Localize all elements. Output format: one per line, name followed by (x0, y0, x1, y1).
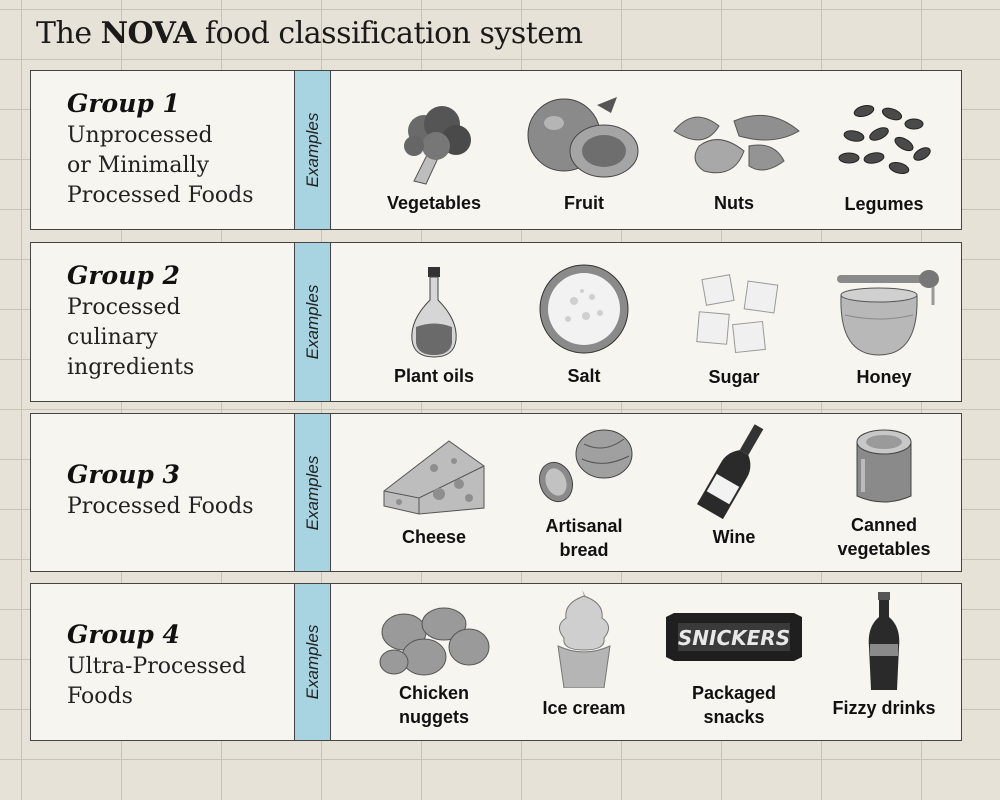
food-item-legumes: Legumes (809, 71, 959, 231)
item-label: Canned vegetables (837, 515, 931, 559)
cheese-icon (383, 440, 485, 515)
group-row-2: Group 2 Processed culinary ingredients E… (30, 242, 962, 402)
examples-strip: Examples (295, 414, 331, 571)
food-item-honey: Honey (809, 243, 959, 403)
item-label: Nuts (714, 193, 754, 213)
food-item-artisanal-bread: Artisanal bread (509, 414, 659, 573)
examples-label: Examples (302, 112, 322, 188)
food-item-cheese: Cheese (359, 414, 509, 573)
page-title: The NOVA food classification system (36, 16, 583, 51)
item-label: Fruit (564, 193, 604, 213)
salt-bowl-icon (539, 264, 629, 354)
group-description: Ultra-Processed Foods (67, 654, 247, 709)
sugar-cubes-icon (696, 274, 779, 354)
item-label: Vegetables (386, 193, 482, 213)
food-item-fruit: Fruit (509, 71, 659, 231)
group-info-4: Group 4 Ultra-Processed Foods (31, 584, 295, 740)
group-info-2: Group 2 Processed culinary ingredients (31, 243, 295, 401)
group-info-3: Group 3 Processed Foods (31, 414, 295, 571)
item-label: Sugar (708, 367, 760, 387)
can-icon (856, 429, 912, 503)
food-item-vegetables: Vegetables (359, 71, 509, 231)
examples-label: Examples (302, 624, 322, 700)
group-row-3: Group 3 Processed Foods Examples Cheese … (30, 413, 962, 572)
item-label: Salt (567, 366, 601, 386)
oil-bottle-icon (411, 267, 457, 358)
broccoli-icon (404, 106, 471, 185)
group-row-1: Group 1 Unprocessed or Minimally Process… (30, 70, 962, 230)
snack-bar-icon: SNICKERS (666, 613, 802, 661)
snack-brand-text: SNICKERS (678, 626, 790, 650)
item-label: Packaged snacks (691, 683, 777, 727)
examples-label: Examples (302, 455, 322, 530)
food-item-packaged-snacks: SNICKERS Packaged snacks (659, 584, 809, 742)
nuts-icon (673, 114, 800, 174)
item-label: Chicken nuggets (398, 683, 470, 727)
group-description: Processed culinary ingredients (67, 295, 195, 380)
examples-label: Examples (302, 284, 322, 360)
food-item-nuts: Nuts (659, 71, 809, 231)
food-item-wine: Wine (659, 414, 809, 573)
nuggets-icon (379, 607, 490, 676)
group-info-1: Group 1 Unprocessed or Minimally Process… (31, 71, 295, 229)
food-item-chicken-nuggets: Chicken nuggets (359, 584, 509, 742)
group-name: Group 2 (67, 261, 180, 290)
item-label: Honey (856, 367, 912, 387)
group-name: Group 4 (67, 620, 180, 649)
soda-bottle-icon (868, 592, 900, 690)
group-row-4: Group 4 Ultra-Processed Foods Examples C… (30, 583, 962, 741)
group-description: Processed Foods (67, 494, 254, 519)
fruit-icon (527, 97, 639, 178)
group-name: Group 1 (67, 89, 180, 118)
food-item-sugar: Sugar (659, 243, 809, 403)
honey-jar-icon (837, 270, 939, 356)
item-label: Ice cream (542, 698, 626, 718)
examples-strip: Examples (295, 584, 331, 740)
food-item-ice-cream: Ice cream (509, 584, 659, 742)
group-description: Unprocessed or Minimally Processed Foods (67, 123, 254, 208)
item-label: Plant oils (393, 366, 474, 386)
wine-bottle-icon (697, 424, 764, 520)
bread-icon (538, 429, 633, 503)
examples-strip: Examples (295, 243, 331, 401)
group-name: Group 3 (67, 460, 180, 489)
item-label: Cheese (401, 527, 467, 547)
food-item-plant-oils: Plant oils (359, 243, 509, 403)
ice-cream-icon (557, 590, 611, 688)
food-item-canned-vegetables: Canned vegetables (809, 414, 959, 573)
legumes-icon (838, 105, 931, 174)
food-item-salt: Salt (509, 243, 659, 403)
item-label: Wine (712, 527, 756, 547)
item-label: Artisanal bread (545, 516, 623, 560)
examples-strip: Examples (295, 71, 331, 229)
food-item-fizzy-drinks: Fizzy drinks (809, 584, 959, 742)
item-label: Legumes (844, 194, 924, 214)
item-label: Fizzy drinks (832, 698, 936, 718)
